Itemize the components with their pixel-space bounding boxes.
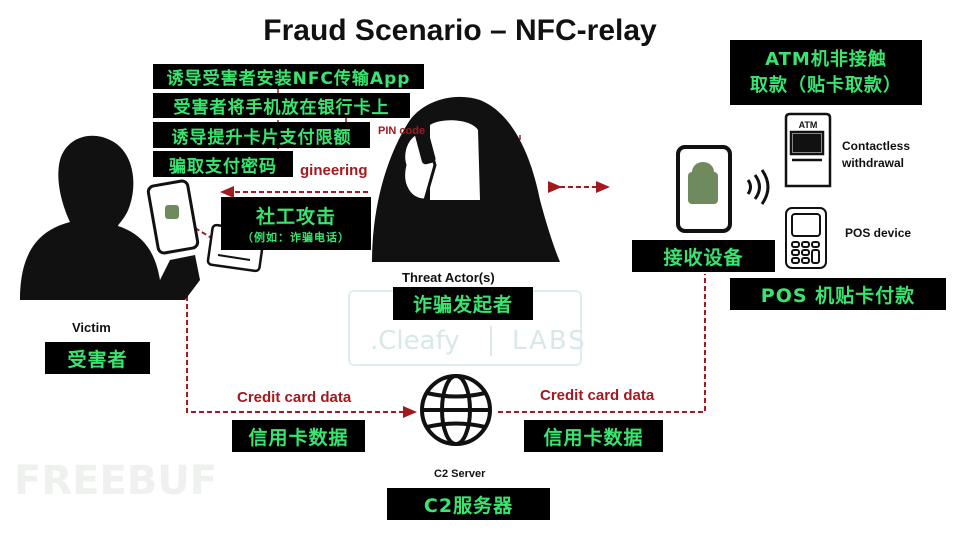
c2-server-zh-label: C2服务器 [387,488,550,520]
labs-watermark: LABS [490,326,587,356]
cleafy-watermark: .Cleafy [370,326,460,356]
c2-server-label: C2 Server [434,468,486,480]
threat-actor-zh-label: 诈骗发起者 [393,287,533,320]
receiver-zh-label: 接收设备 [632,240,775,272]
pos-device-icon [785,207,827,269]
freebuf-watermark: FREEBUF [14,458,218,504]
credit-card-data-right-zh: 信用卡数据 [524,420,663,452]
atm-icon [784,112,832,188]
victim-illustration [20,135,200,300]
threat-actor-label: Threat Actor(s) [402,270,495,285]
pos-zh-label: POS 机贴卡付款 [730,278,946,310]
pos-device-label: POS device [845,226,912,240]
atm-zh-line2: 取款（贴卡取款） [750,74,902,96]
c2-globe-icon [420,374,492,446]
c2-to-receiver-line [498,274,706,413]
nfc-waves-icon [746,169,770,205]
atm-zh-line1: ATM机非接触 [765,48,887,70]
page-title: Fraud Scenario – NFC-relay [263,14,657,47]
atm-zh-label: ATM机非接触 取款（贴卡取款） [730,40,922,105]
social-attack-label: 社工攻击 （例如：诈骗电话） [221,197,371,250]
credit-card-data-left-label: Credit card data [237,389,352,406]
social-attack-title: 社工攻击 [255,206,336,228]
threat-actor-illustration [372,96,560,262]
victim-to-c2-line [186,272,417,418]
pin-code-label: PIN code [378,125,426,137]
receiver-phone-icon [676,145,732,233]
credit-card-data-right-label: Credit card data [540,387,655,404]
victim-phone [146,179,200,255]
step-label-1: 诱导受害者安装NFC传输App [153,64,424,89]
contactless-withdrawal-label: Contactless withdrawal [842,138,910,172]
victim-label: Victim [72,320,111,335]
step-label-3: 诱导提升卡片支付限额 [153,122,370,148]
victim-zh-label: 受害者 [45,342,150,374]
credit-card-data-left-zh: 信用卡数据 [232,420,365,452]
social-engineering-label: gineering [300,162,368,179]
contactless-line1: Contactless [842,139,911,153]
contactless-line2: withdrawal [842,156,905,170]
atm-icon-label: ATM [799,120,818,130]
social-attack-subtitle: （例如：诈骗电话） [242,231,350,244]
step-label-2: 受害者将手机放在银行卡上 [153,93,410,118]
step-label-4: 骗取支付密码 [153,151,293,177]
